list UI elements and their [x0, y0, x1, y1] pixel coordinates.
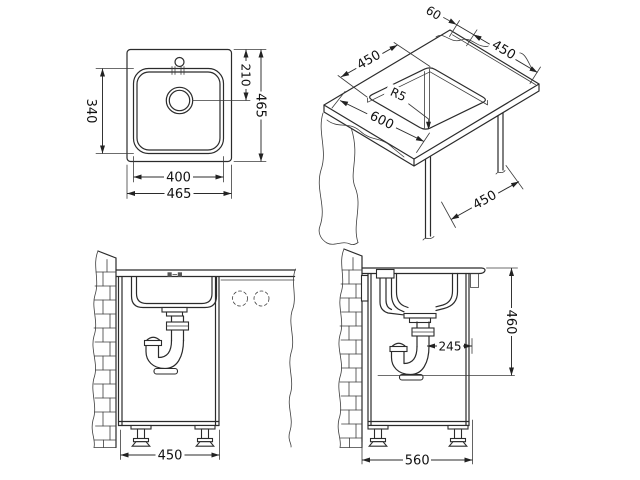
tiled-wall — [91, 250, 117, 449]
front-rail — [470, 273, 479, 288]
faucet-hole — [174, 56, 185, 68]
dim-label-245: 245 — [439, 340, 462, 354]
dim-label-450-front: 450 — [158, 449, 183, 464]
worktop-front — [115, 269, 296, 278]
drain-nut — [165, 311, 184, 317]
overflow-badge — [167, 272, 172, 277]
side-view: 245 460 560 — [337, 248, 518, 469]
overflow-marks — [171, 66, 185, 75]
dim-overall-depth-465: 465 — [233, 49, 268, 162]
drain-flange — [161, 306, 188, 313]
dim-label-465-depth: 465 — [253, 93, 268, 118]
adjustable-leg — [194, 424, 216, 447]
sink-outline — [126, 48, 233, 163]
dim-label-r5: R5 — [388, 85, 408, 104]
drain-nut — [408, 317, 432, 324]
dim-bowl-depth-340: 340 — [83, 68, 134, 154]
sink-bowl-side — [375, 268, 459, 324]
radius-callout-r5: R5 — [383, 82, 431, 130]
dim-cabinet-width-450: 450 — [120, 429, 220, 464]
panel-through-cutout — [424, 68, 430, 129]
iso-view: 60 450 450 600 — [318, 3, 541, 246]
drain-outer — [165, 86, 194, 115]
mounting-hole — [232, 290, 248, 307]
dim-back-clearance-60: 60 — [423, 3, 482, 47]
siphon-trap-side — [389, 321, 435, 381]
overflow-pipe — [379, 277, 404, 316]
worktop-side — [361, 267, 486, 275]
support-panels — [422, 112, 506, 241]
top-view: 340 400 465 210 465 — [83, 48, 268, 202]
leader-arrow — [426, 121, 431, 130]
tiled-wall-side — [337, 248, 363, 449]
dim-overall-width-465: 465 — [126, 164, 232, 202]
dim-drain-height-460: 460 — [486, 267, 518, 376]
dim-trap-offset-245: 245 — [427, 338, 473, 354]
sink-bowl-rim-inner — [136, 71, 221, 151]
dim-cabinet-depth-450: 450 — [441, 165, 524, 228]
overflow-housing — [375, 268, 395, 279]
mounting-hole — [253, 290, 270, 307]
wall-batten — [360, 274, 369, 302]
dim-label-560: 560 — [405, 454, 430, 469]
adjustable-leg — [130, 424, 152, 447]
dim-label-210: 210 — [239, 64, 253, 87]
drain-inner — [168, 89, 191, 112]
dim-label-400: 400 — [166, 171, 191, 186]
sink-bowl-rim-outer — [132, 67, 225, 155]
drain-flange — [403, 312, 437, 319]
dim-cabinet-depth-560: 560 — [361, 419, 473, 469]
dim-label-340: 340 — [83, 99, 98, 124]
overflow-badge — [177, 272, 182, 277]
dim-label-60: 60 — [423, 3, 443, 23]
break-line-right — [288, 268, 296, 448]
dim-cutout-450-a: 450 — [473, 34, 541, 84]
cabinet-front — [117, 276, 220, 427]
front-view: 450 — [91, 250, 296, 464]
sink-bowl-front — [130, 272, 218, 317]
dim-label-460: 460 — [503, 310, 518, 335]
dim-label-465-width: 465 — [167, 187, 192, 202]
dim-worktop-depth-600: 600 — [331, 91, 430, 153]
adjustable-leg — [367, 424, 389, 447]
worktop-edge — [323, 83, 540, 167]
siphon-trap-front — [143, 315, 190, 375]
break-line-left — [318, 112, 328, 244]
adjustable-leg — [447, 424, 469, 447]
dim-bowl-width-400: 400 — [133, 156, 224, 186]
